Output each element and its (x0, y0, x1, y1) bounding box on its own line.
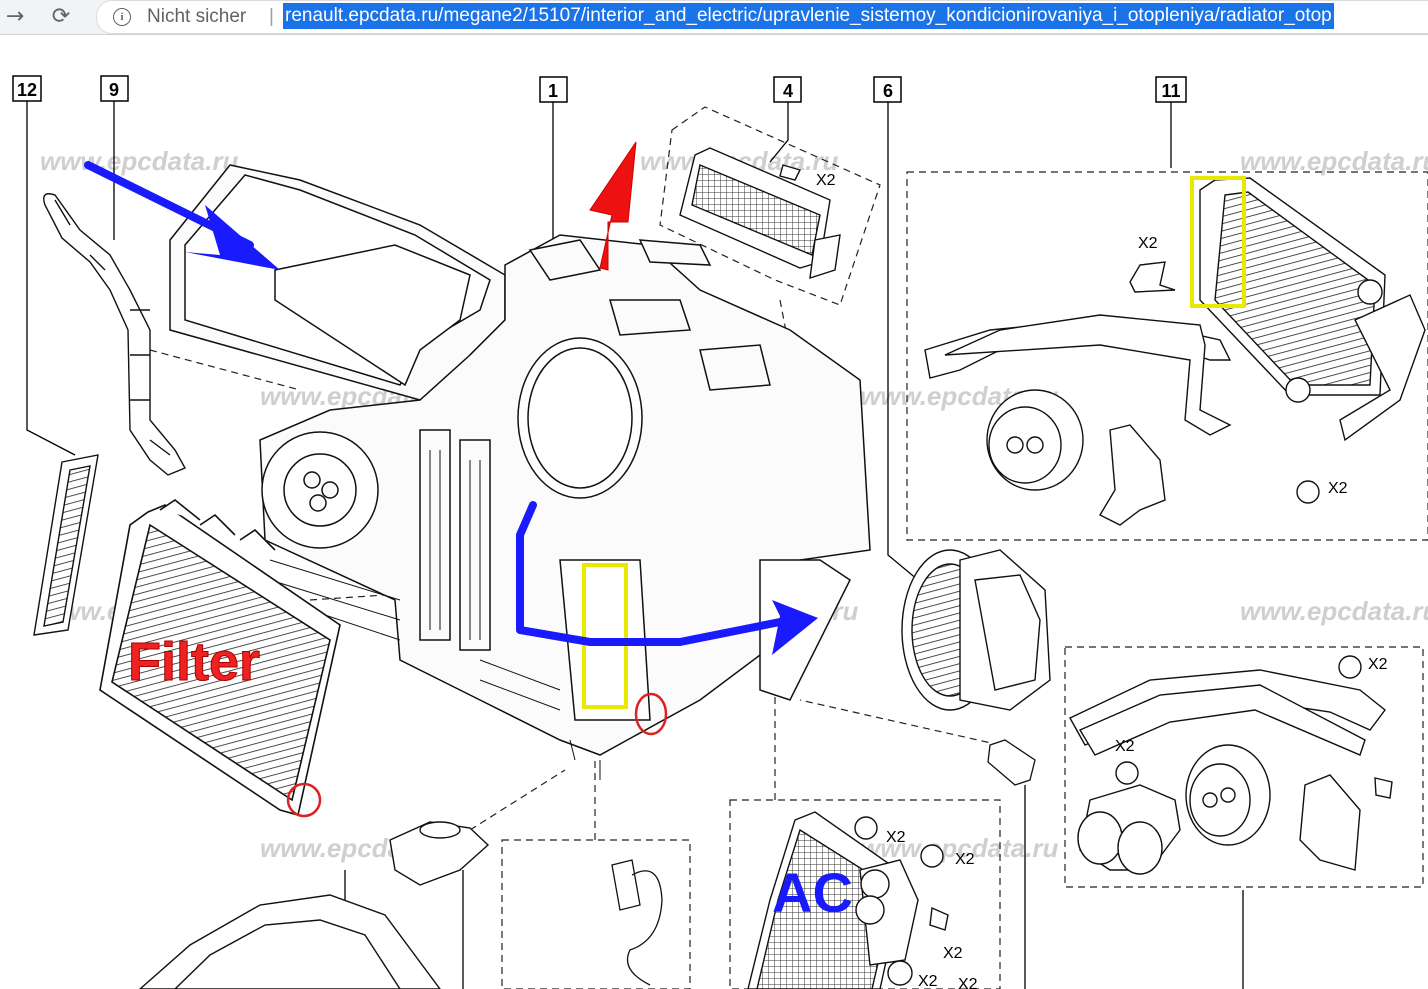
separator: | (269, 6, 274, 27)
ac-annotation: AC (772, 861, 853, 924)
callout-11: 11 (1161, 81, 1180, 101)
callout-4: 4 (783, 81, 793, 101)
parts-diagram: www.epcdata.ru www.epcdata.ru www.epcdat… (12, 75, 1428, 989)
highlight-box (1190, 176, 1246, 308)
airflow-arrowhead (185, 205, 818, 655)
callout-1: 1 (548, 81, 558, 101)
qty-label: X2 (943, 945, 963, 962)
info-icon[interactable]: i (113, 8, 131, 26)
qty-label: X2 (918, 973, 938, 989)
qty-label: X2 (1138, 235, 1158, 252)
callout-9: 9 (109, 80, 119, 100)
qty-label: X2 (958, 976, 978, 989)
watermark: www.epcdata.ru (1240, 146, 1428, 176)
watermark: www.epcdata.ru (40, 146, 239, 176)
callout-12: 12 (17, 80, 37, 100)
reload-icon[interactable]: ⟳ (51, 4, 71, 29)
highlight-circle (634, 692, 668, 736)
browser-toolbar: → ⟳ i Nicht sicher | renault.epcdata.ru/… (0, 0, 1428, 35)
security-label[interactable]: Nicht sicher (147, 6, 247, 27)
watermark: www.epcdata.ru (1240, 596, 1428, 626)
qty-label: X2 (1115, 738, 1135, 755)
qty-label: X2 (955, 851, 975, 868)
address-bar[interactable]: i Nicht sicher | renault.epcdata.ru/mega… (96, 0, 1428, 34)
highlight-circle (286, 782, 322, 818)
qty-label: X2 (886, 829, 906, 846)
qty-label: X2 (816, 172, 836, 189)
filter-annotation: Filter (128, 632, 260, 692)
callout-6: 6 (883, 81, 893, 101)
qty-label: X2 (1328, 480, 1348, 497)
outflow-arrow (589, 141, 637, 271)
arrow-right-icon[interactable]: → (5, 4, 25, 29)
url-text[interactable]: renault.epcdata.ru/megane2/15107/interio… (283, 3, 1334, 29)
qty-label: X2 (1368, 656, 1388, 673)
highlight-box (582, 563, 628, 709)
